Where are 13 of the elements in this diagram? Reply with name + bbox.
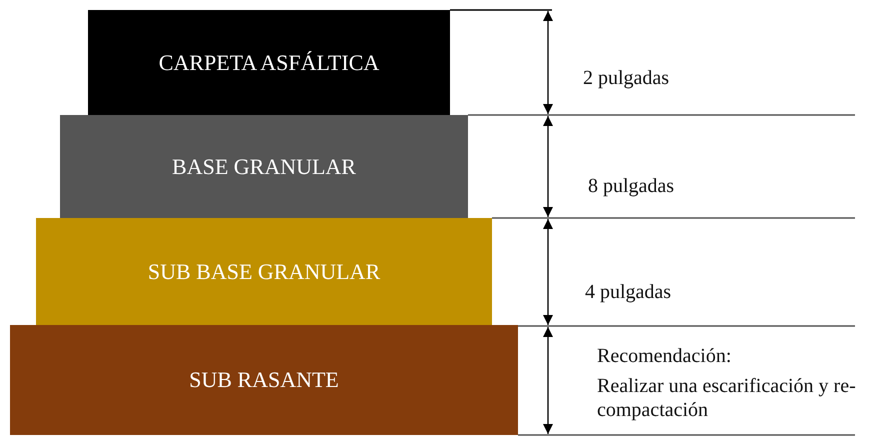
layer-name: SUB BASE GRANULAR <box>148 258 380 284</box>
layer-name: BASE GRANULAR <box>172 154 356 180</box>
dimension-label: 8 pulgadas <box>588 174 674 198</box>
layer-block <box>60 115 468 218</box>
note-text: Realizar una escarificación y re-compactación <box>597 374 857 422</box>
layer-name: SUB RASANTE <box>189 367 339 393</box>
layer-block <box>36 218 492 325</box>
note-heading: Recomendación: <box>597 344 732 368</box>
dimension-label: 4 pulgadas <box>585 280 672 304</box>
dimension-label: 2 pulgadas <box>583 66 670 90</box>
layer-name: CARPETA ASFÁLTICA <box>158 50 380 76</box>
layer-block <box>10 325 518 435</box>
layer-block <box>88 10 450 115</box>
